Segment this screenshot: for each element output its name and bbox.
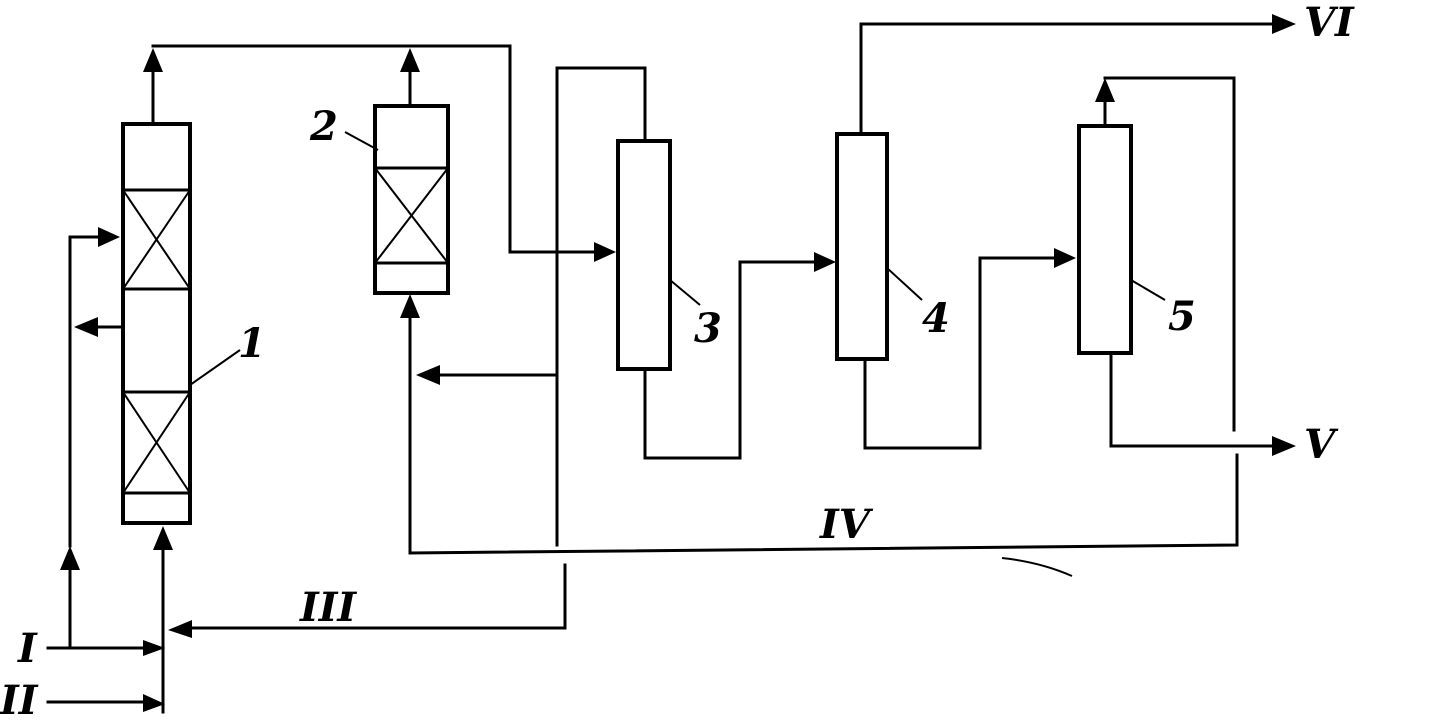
column-1-side-loop bbox=[68, 227, 127, 548]
label-stream-ii: II bbox=[0, 677, 39, 724]
recycle-header-line bbox=[555, 66, 647, 547]
column-1-overhead-line bbox=[143, 44, 616, 262]
column-1 bbox=[121, 122, 192, 525]
column-3 bbox=[616, 139, 672, 371]
label-equipment-5: 5 bbox=[1168, 293, 1196, 340]
reactor-2 bbox=[373, 104, 450, 295]
stream-iii-line bbox=[168, 563, 567, 638]
column-4-bottoms-line bbox=[863, 248, 1076, 450]
label-equipment-4: 4 bbox=[922, 295, 950, 342]
label-equipment-2: 2 bbox=[309, 103, 338, 150]
label-stream-v: V bbox=[1304, 421, 1339, 468]
stream-iv-line bbox=[400, 294, 1239, 555]
label-stream-i: I bbox=[17, 625, 38, 672]
stream-i-line bbox=[46, 546, 165, 656]
stray-mark bbox=[1001, 557, 1073, 577]
stream-ii-line bbox=[46, 694, 165, 712]
column-4 bbox=[835, 132, 889, 361]
column-5 bbox=[1077, 124, 1133, 355]
stream-vi-line bbox=[859, 14, 1296, 136]
label-stream-iv: IV bbox=[819, 501, 874, 548]
label-stream-vi: VI bbox=[1304, 0, 1355, 46]
reactor-2-side-feed-line bbox=[416, 365, 559, 385]
column-1-feed-line bbox=[153, 526, 173, 714]
label-stream-iii: III bbox=[299, 584, 357, 631]
stream-v-line bbox=[1109, 351, 1296, 456]
equipment-leader-lines bbox=[189, 131, 1166, 386]
reactor-2-overhead-line bbox=[400, 48, 420, 108]
label-equipment-1: 1 bbox=[238, 320, 266, 367]
label-equipment-3: 3 bbox=[694, 305, 722, 352]
column-3-bottoms-line bbox=[643, 252, 836, 460]
column-5-overhead-line bbox=[1095, 76, 1236, 432]
